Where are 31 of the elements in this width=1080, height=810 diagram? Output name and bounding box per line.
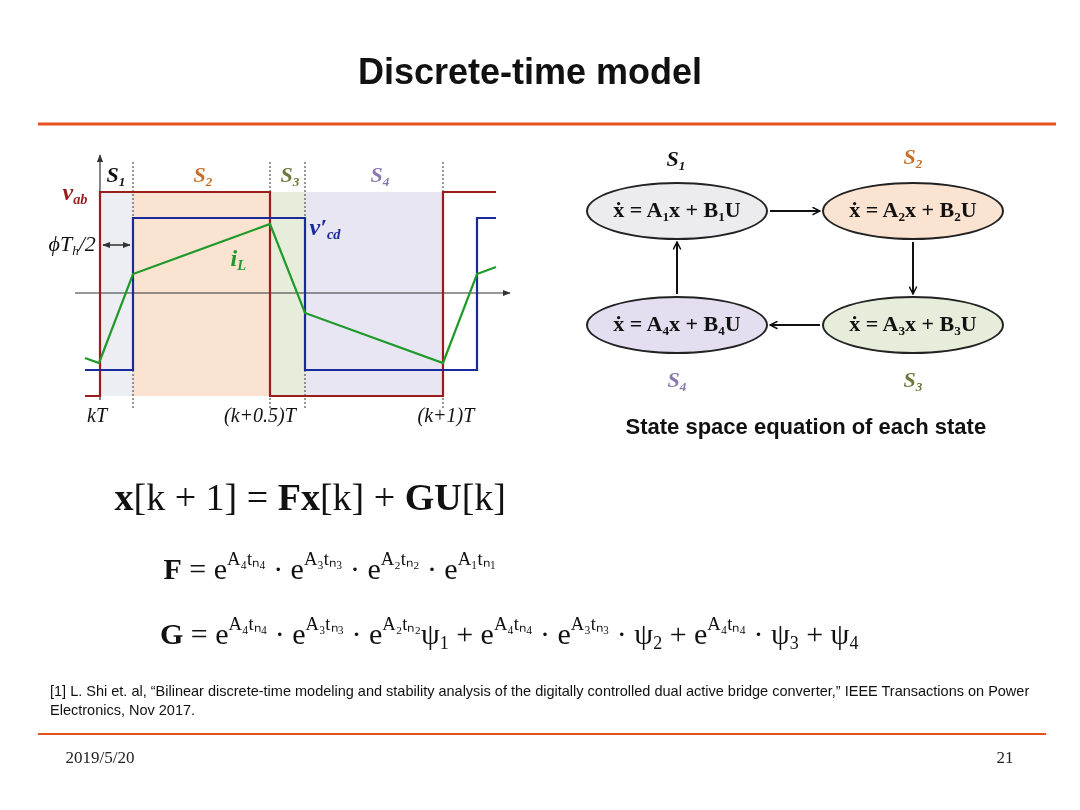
- state-ellipse: ẋ = A$_{4}$x + B$_{4}$U: [586, 296, 768, 354]
- state-label: S$_{4}$: [370, 162, 390, 190]
- time-label: (k+0.5)T: [224, 403, 296, 427]
- time-label: kT: [87, 403, 107, 427]
- arrow: [908, 241, 918, 295]
- state-label: S$_{1}$: [106, 162, 126, 190]
- state-label: S$_{3}$: [903, 367, 923, 395]
- state-label: S$_{4}$: [667, 367, 687, 395]
- equation: G = e$^{A₄tₙ₄}$ · e$^{A₃tₙ₃}$ · e$^{A₂tₙ₂}$ψ$_{1}$ + e$^{A₄tₙ₄}$ · e$^{A₃tₙ₃}$ · ψ$_{2}$ + e$^{A₄tₙ₄}$ · ψ$_{3}$ + ψ$_{4}$: [160, 612, 859, 655]
- state-label: S$_{1}$: [666, 146, 686, 174]
- page-number: 21: [996, 748, 1014, 768]
- equation: x[k + 1] = Fx[k] + GU[k]: [114, 475, 506, 519]
- equation: F = e$^{A₄tₙ₄}$ · e$^{A₃tₙ₃}$ · e$^{A₂tₙ₂}$ · e$^{A₁tₙ₁}$: [163, 546, 497, 586]
- caption: State space equation of each state: [625, 414, 987, 440]
- time-label: (k+1)T: [417, 403, 475, 427]
- state-ellipse: ẋ = A$_{2}$x + B$_{2}$U: [822, 182, 1004, 240]
- date: 2019/5/20: [65, 748, 135, 768]
- dimension-label: ϕT$_{h}$/2: [48, 231, 96, 259]
- arrow: [672, 241, 682, 295]
- signal-label: v′$_{cd}$: [309, 213, 341, 243]
- state-ellipse: ẋ = A$_{1}$x + B$_{1}$U: [586, 182, 768, 240]
- state-label: S$_{2}$: [903, 144, 923, 172]
- slide-title: Discrete-time model: [358, 51, 703, 93]
- reference-text: [1] L. Shi et. al, “Bilinear discrete-time modeling and stability analysis of the digitally controlled dual active bridge converter,” IEEE Transactions on Power Electronics, Nov 2017.: [50, 681, 1030, 721]
- signal-label: v$_{ab}$: [62, 178, 88, 208]
- state-label: S$_{3}$: [280, 162, 300, 190]
- signal-label: i$_{L}$: [230, 244, 246, 274]
- arrow: [769, 206, 821, 216]
- state-label: S$_{2}$: [193, 162, 213, 190]
- state-ellipse: ẋ = A$_{3}$x + B$_{3}$U: [822, 296, 1004, 354]
- arrow: [769, 320, 821, 330]
